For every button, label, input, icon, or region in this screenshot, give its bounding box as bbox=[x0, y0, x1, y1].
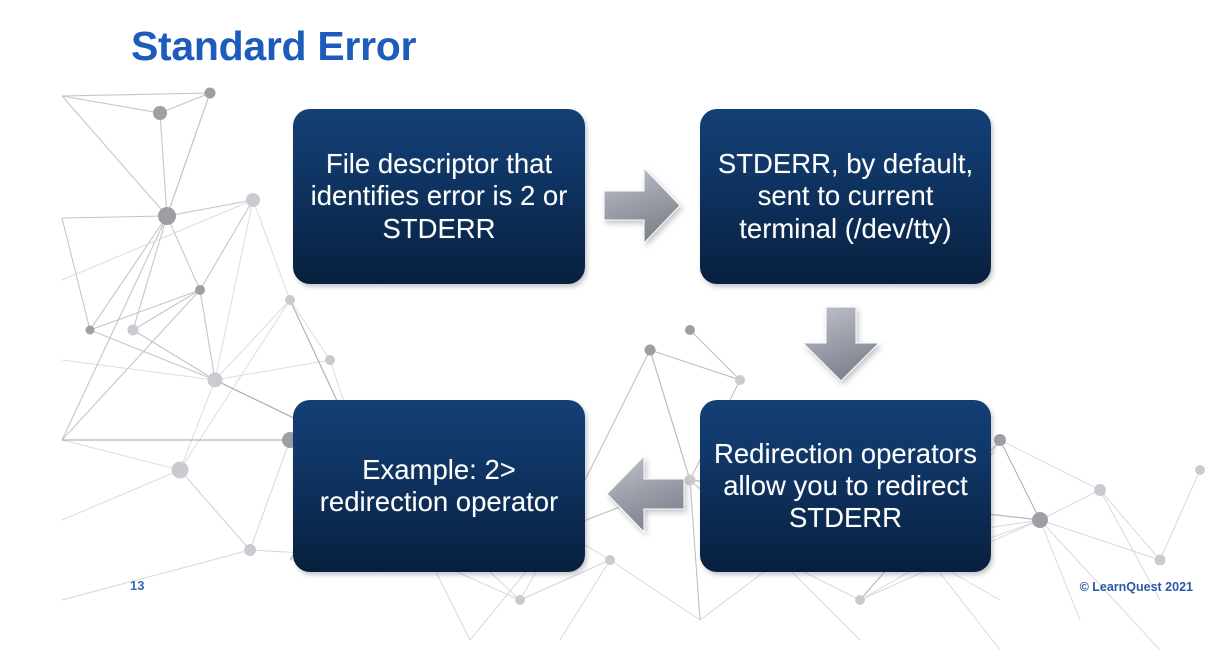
arrow-left-icon bbox=[606, 454, 685, 534]
arrow-right-icon bbox=[603, 166, 681, 245]
flow-box-example-operator: Example: 2> redirection operator bbox=[293, 400, 585, 572]
flow-box-file-descriptor: File descriptor that identifies error is… bbox=[293, 109, 585, 284]
flow-box-stderr-default: STDERR, by default, sent to current term… bbox=[700, 109, 991, 284]
page-title: Standard Error bbox=[131, 23, 417, 69]
flow-box-text: STDERR, by default, sent to current term… bbox=[717, 148, 974, 244]
arrow-down-icon bbox=[801, 306, 881, 382]
flow-box-text: Example: 2> redirection operator bbox=[319, 453, 559, 517]
page-number: 13 bbox=[130, 578, 145, 593]
flow-box-text: Redirection operators allow you to redir… bbox=[714, 437, 977, 534]
flow-box-redirection-operators: Redirection operators allow you to redir… bbox=[700, 400, 991, 572]
flow-box-text: File descriptor that identifies error is… bbox=[310, 148, 568, 244]
copyright-notice: © LearnQuest 2021 bbox=[1079, 580, 1193, 594]
